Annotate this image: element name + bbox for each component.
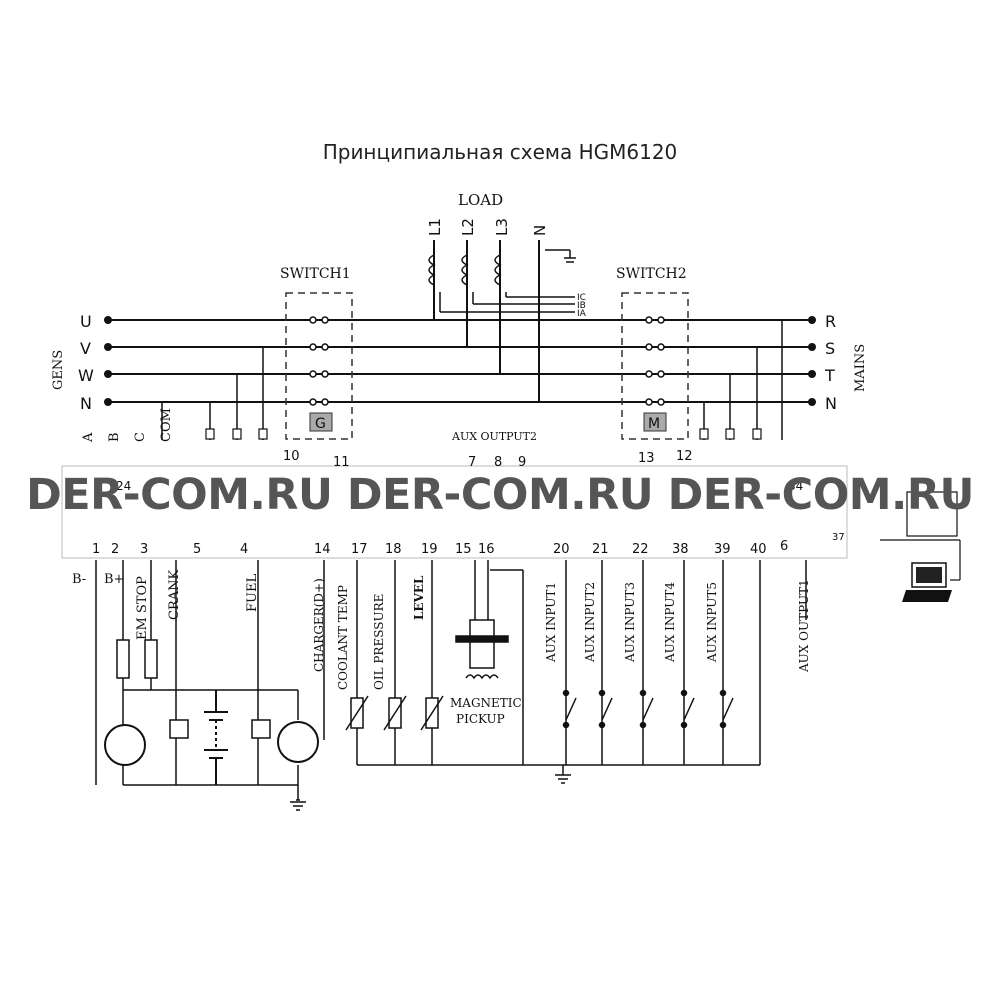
bterm-4: 4 (240, 542, 248, 557)
switch1-label: SWITCH1 (280, 266, 351, 282)
watermark: DER-COM.RU DER-COM.RU DER-COM.RU (26, 470, 974, 520)
level-label: LEVEL (412, 575, 426, 620)
ct-label-ic: IC (577, 293, 586, 303)
bterm-39: 39 (714, 542, 731, 557)
fuel-label: FUEL (245, 574, 260, 612)
terminal-37: 37 (832, 532, 845, 543)
mains-label: MAINS (853, 344, 868, 392)
gens-phase-n: N (80, 394, 92, 413)
charger-label: CHARGER(D+) (312, 578, 326, 672)
gens-label: GENS (51, 350, 66, 390)
terminal-10: 10 (283, 449, 300, 464)
bterm-3: 3 (140, 542, 148, 557)
terminal-11: 11 (333, 455, 350, 470)
mains-phase-r: R (825, 312, 836, 331)
gens-phase-v: V (80, 339, 91, 358)
coolant-label: COOLANT TEMP (336, 585, 350, 690)
terminal-12: 12 (676, 449, 693, 464)
laptop-icon (902, 562, 952, 602)
sense-b: B (107, 432, 122, 442)
bterm-38: 38 (672, 542, 689, 557)
aux-input5-label: AUX INPUT5 (705, 582, 719, 663)
terminal-8: 8 (494, 455, 502, 470)
sensor-icon (345, 695, 444, 731)
aux-input3-label: AUX INPUT3 (623, 582, 637, 663)
switch1-box-label: G (315, 416, 326, 432)
switch2-coil-box (643, 412, 667, 432)
bterm-40: 40 (750, 542, 767, 557)
em-stop-label: EM STOP (135, 576, 150, 640)
bterm-16: 16 (478, 542, 495, 557)
controller-module (61, 465, 848, 559)
switch2-label: SWITCH2 (616, 266, 687, 282)
sense-c: C (133, 432, 148, 442)
load-l3: L3 (493, 218, 511, 236)
b-plus-label: B+ (104, 572, 124, 587)
aux-input2-label: AUX INPUT2 (583, 582, 597, 663)
aux-output2-label: AUX OUTPUT2 (451, 430, 537, 443)
terminal-34: 34 (788, 479, 803, 493)
bterm-5: 5 (193, 542, 201, 557)
pickup-label-2: PICKUP (456, 712, 505, 726)
mains-phase-s: S (825, 339, 835, 358)
bterm-15: 15 (455, 542, 472, 557)
bterm-2: 2 (111, 542, 119, 557)
terminal-24: 24 (116, 479, 131, 493)
switch2-box-label: M (648, 416, 660, 432)
aux-input4-label: AUX INPUT4 (663, 582, 677, 663)
battery-icon (204, 690, 228, 785)
b-minus-label: B- (72, 572, 86, 587)
load-l2: L2 (459, 218, 477, 236)
bterm-19: 19 (421, 542, 438, 557)
diagram-title: Принципиальная схема HGM6120 (322, 140, 678, 164)
ground-icon (290, 765, 571, 811)
load-n: N (531, 225, 549, 236)
switch1-coil-box (309, 412, 333, 432)
gens-phase-w: W (78, 366, 94, 385)
crank-label: CRANK (167, 570, 182, 620)
fuse-icon (116, 639, 158, 679)
bterm-1: 1 (92, 542, 100, 557)
bterm-6: 6 (780, 539, 788, 554)
bterm-20: 20 (553, 542, 570, 557)
bterm-18: 18 (385, 542, 402, 557)
pickup-label-1: MAGNETIC (450, 696, 522, 710)
motor-icon (104, 721, 319, 766)
oil-label: OIL PRESSURE (372, 594, 386, 690)
switch-icon (562, 689, 734, 729)
bterm-21: 21 (592, 542, 609, 557)
terminal-7: 7 (468, 455, 476, 470)
mains-phase-t: T (824, 366, 835, 385)
terminal-9: 9 (518, 455, 526, 470)
bterm-22: 22 (632, 542, 649, 557)
ct-label-ib: IB (577, 301, 586, 311)
gens-phase-u: U (80, 312, 92, 331)
mains-phase-n: N (825, 394, 837, 413)
bterm-14: 14 (314, 542, 331, 557)
terminal-13: 13 (638, 451, 655, 466)
aux-output1-label: AUX OUTPUT1 (797, 579, 811, 673)
bterm-17: 17 (351, 542, 368, 557)
sense-com: COM (159, 408, 174, 442)
ct-label-ia: IA (577, 309, 587, 319)
load-l1: L1 (426, 218, 444, 236)
sense-a: A (81, 432, 96, 443)
aux-input1-label: AUX INPUT1 (544, 582, 558, 663)
load-label: LOAD (458, 191, 503, 209)
